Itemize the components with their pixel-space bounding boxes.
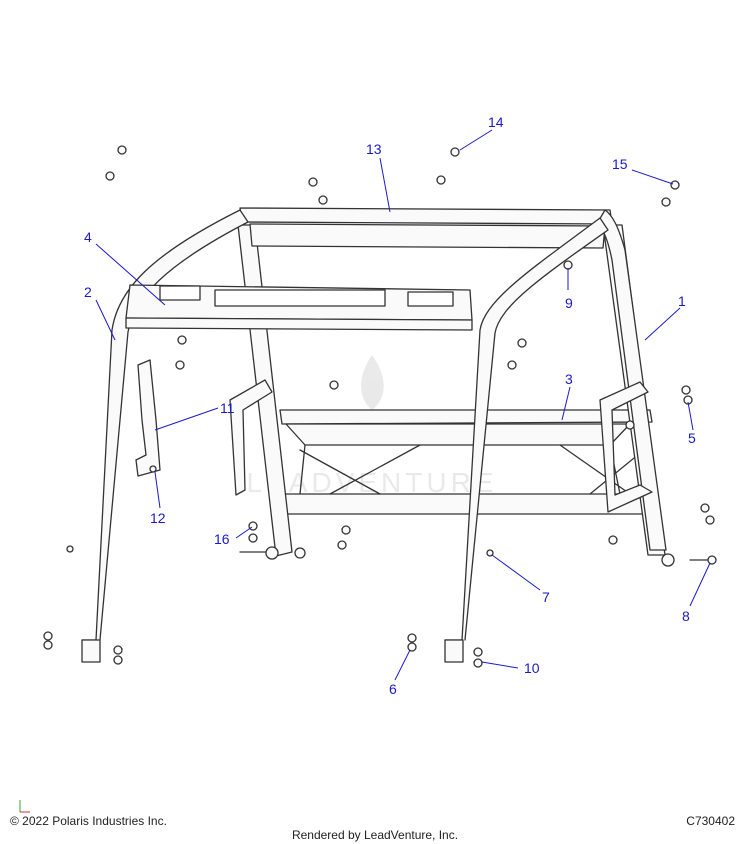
callout-6: 6 (389, 681, 397, 697)
left-foot (81, 639, 101, 663)
callout-11: 11 (220, 400, 235, 416)
front-hoop (444, 217, 609, 641)
top-rear-crossbar (239, 207, 613, 225)
bracket-11 (135, 359, 161, 477)
callout-7: 7 (542, 589, 550, 605)
callout-2: 2 (84, 284, 92, 300)
callout-8: 8 (682, 608, 690, 624)
right-grab-handle (599, 381, 653, 513)
left-grab-handle (229, 379, 273, 496)
callout-15: 15 (612, 156, 628, 172)
callout-12: 12 (150, 510, 166, 526)
hardware (43, 145, 717, 668)
rendered-by-text: Rendered by LeadVenture, Inc. (291, 828, 459, 842)
callout-4: 4 (84, 229, 92, 245)
callout-10: 10 (524, 660, 540, 676)
left-roll-bar (81, 209, 249, 641)
callout-3: 3 (565, 371, 573, 387)
callout-9: 9 (565, 295, 573, 311)
callout-13: 13 (366, 141, 382, 157)
copyright-text: © 2022 Polaris Industries Inc. (10, 814, 167, 828)
callout-16: 16 (214, 531, 230, 547)
callout-5: 5 (688, 430, 696, 446)
callout-1: 1 (678, 293, 686, 309)
watermark: LEADVENTURE (247, 355, 493, 498)
callout-14: 14 (488, 114, 504, 130)
callout-labels: 1 2 3 4 5 6 7 8 9 10 11 12 13 14 15 16 (84, 114, 696, 697)
front-foot (444, 639, 464, 663)
leader-lines (95, 129, 711, 681)
right-roll-bar (597, 209, 667, 551)
axis-glyph (19, 800, 30, 813)
rear-crossmember (279, 409, 656, 515)
diagram-code: C730402 (686, 814, 735, 828)
